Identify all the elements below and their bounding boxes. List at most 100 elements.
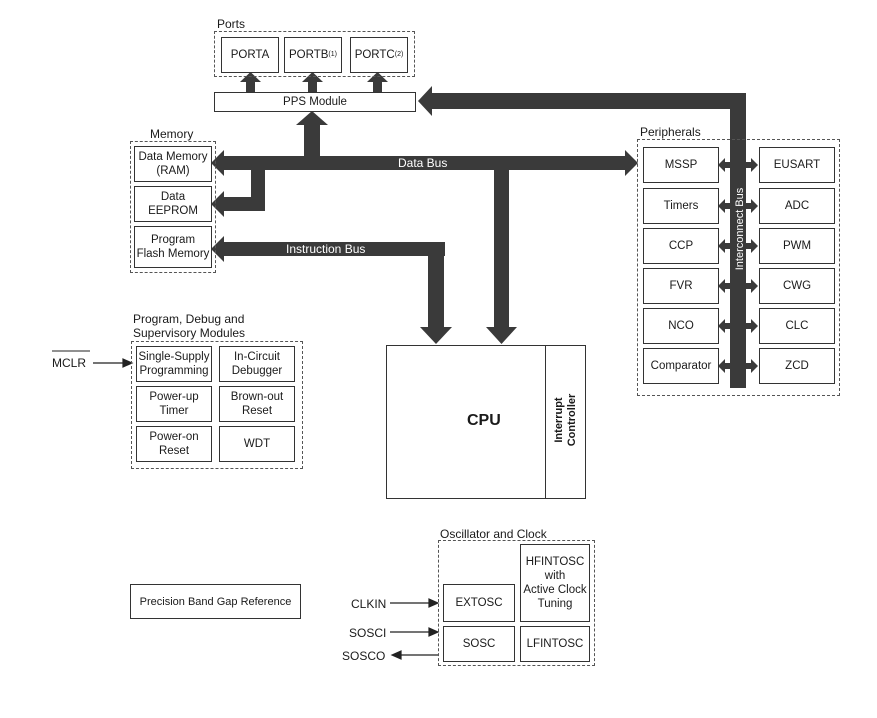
- peripheral-label: ADC: [784, 200, 810, 212]
- port-a-box: PORTA: [221, 37, 279, 73]
- peripheral-label: FVR: [669, 280, 693, 292]
- memory-label: Memory: [150, 127, 194, 141]
- brown-out-reset-box: Brown-out Reset: [219, 386, 295, 422]
- supervisory-label: Program, Debug and Supervisory Modules: [133, 312, 246, 340]
- pps-bus-horizontal: [430, 93, 746, 109]
- data-bus-left-arrowhead: [211, 150, 224, 176]
- port-c-label: PORTC: [354, 49, 395, 61]
- peripheral-label: Comparator: [650, 360, 712, 372]
- peripheral-label: Timers: [663, 200, 699, 212]
- program-flash-label: Program Flash Memory: [136, 234, 210, 260]
- sosco-pin: SOSCO: [342, 649, 386, 663]
- data-to-cpu-arrowhead: [486, 327, 517, 344]
- peripheral-comparator: Comparator: [643, 348, 719, 384]
- pps-module-box: PPS Module: [214, 92, 416, 112]
- port-a-label: PORTA: [230, 49, 270, 61]
- peripheral-label: PWM: [782, 240, 812, 252]
- interrupt-controller-label: Interrupt Controller: [553, 393, 578, 447]
- portc-arrow-head: [367, 72, 388, 82]
- peripherals-group: [637, 139, 840, 396]
- portc-arrow-shaft: [373, 76, 382, 92]
- peripheral-ccp: CCP: [643, 228, 719, 264]
- cpu-block: CPU Interrupt Controller: [386, 345, 586, 499]
- instruction-bus-bar: [222, 242, 445, 256]
- mclr-pin: MCLR: [52, 356, 87, 370]
- in-circuit-debugger-box: In-Circuit Debugger: [219, 346, 295, 382]
- hfintosc-box: HFINTOSC with Active Clock Tuning: [520, 544, 590, 622]
- ports-label: Ports: [217, 17, 246, 31]
- sosc-box: SOSC: [443, 626, 515, 662]
- instruction-to-cpu-shaft: [428, 242, 444, 328]
- data-bus-label: Data Bus: [398, 156, 448, 170]
- interconnect-connectors: [718, 158, 758, 373]
- data-eeprom-box: Data EEPROM: [134, 186, 212, 222]
- sosc-label: SOSC: [462, 638, 496, 650]
- peripheral-pwm: PWM: [759, 228, 835, 264]
- port-b-box: PORTB(1): [284, 37, 342, 73]
- program-flash-box: Program Flash Memory: [134, 226, 212, 268]
- mclr-arrowhead: [122, 358, 134, 368]
- peripheral-label: CLC: [785, 320, 809, 332]
- memory-group: [130, 141, 216, 273]
- pps-module-label: PPS Module: [283, 96, 347, 108]
- port-b-note: (1): [328, 51, 337, 58]
- peripheral-label: CCP: [668, 240, 694, 252]
- peripheral-eusart: EUSART: [759, 147, 835, 183]
- porta-arrow-shaft: [246, 76, 255, 92]
- cpu-label: CPU: [467, 412, 501, 429]
- peripherals-label: Peripherals: [640, 125, 701, 139]
- sosci-pin: SOSCI: [349, 626, 387, 640]
- clkin-arrowhead: [428, 598, 440, 608]
- supervisory-group: [131, 341, 303, 469]
- module-label: Single-Supply Programming: [138, 351, 210, 377]
- data-memory-label: Data Memory (RAM): [138, 151, 208, 177]
- extosc-box: EXTOSC: [443, 584, 515, 622]
- data-memory-box: Data Memory (RAM): [134, 146, 212, 182]
- pps-up-shaft: [304, 123, 320, 163]
- portb-arrow-head: [302, 72, 323, 82]
- clkin-pin: CLKIN: [351, 597, 387, 611]
- eeprom-branch-horizontal: [222, 197, 265, 211]
- instruction-bus-label: Instruction Bus: [286, 242, 366, 256]
- data-to-cpu-shaft: [494, 168, 509, 328]
- peripheral-timers: Timers: [643, 188, 719, 224]
- hfintosc-label: HFINTOSC with Active Clock Tuning: [523, 556, 587, 610]
- peripheral-clc: CLC: [759, 308, 835, 344]
- pps-right-arrowhead: [418, 86, 432, 116]
- peripheral-label: CWG: [782, 280, 812, 292]
- peripheral-cwg: CWG: [759, 268, 835, 304]
- power-up-timer-box: Power-up Timer: [136, 386, 212, 422]
- module-label: Power-up Timer: [149, 391, 199, 417]
- peripheral-nco: NCO: [643, 308, 719, 344]
- sosci-arrowhead: [428, 627, 440, 637]
- portb-arrow-shaft: [308, 76, 317, 92]
- peripheral-label: ZCD: [785, 360, 809, 372]
- peripheral-label: NCO: [668, 320, 694, 332]
- lfintosc-box: LFINTOSC: [520, 626, 590, 662]
- module-label: Power-on Reset: [149, 431, 199, 457]
- data-eeprom-label: Data EEPROM: [148, 191, 198, 217]
- wdt-box: WDT: [219, 426, 295, 462]
- data-bus-right-arrowhead: [625, 150, 638, 176]
- extosc-label: EXTOSC: [455, 597, 503, 609]
- eeprom-arrowhead: [211, 191, 224, 217]
- data-bus-bar: [222, 156, 626, 170]
- peripheral-label: EUSART: [773, 159, 821, 171]
- oscillator-group: [438, 540, 595, 666]
- power-on-reset-box: Power-on Reset: [136, 426, 212, 462]
- module-label: WDT: [243, 438, 271, 450]
- instruction-to-cpu-arrowhead: [420, 327, 452, 344]
- sosco-arrowhead: [390, 650, 402, 660]
- module-label: Brown-out Reset: [230, 391, 284, 417]
- peripheral-fvr: FVR: [643, 268, 719, 304]
- band-gap-reference-box: Precision Band Gap Reference: [130, 584, 301, 619]
- peripheral-mssp: MSSP: [643, 147, 719, 183]
- peripheral-adc: ADC: [759, 188, 835, 224]
- port-c-box: PORTC(2): [350, 37, 408, 73]
- lfintosc-label: LFINTOSC: [526, 638, 584, 650]
- pps-up-arrowhead: [296, 111, 328, 125]
- band-gap-reference-label: Precision Band Gap Reference: [139, 595, 292, 608]
- module-label: In-Circuit Debugger: [231, 351, 283, 377]
- porta-arrow-head: [240, 72, 261, 82]
